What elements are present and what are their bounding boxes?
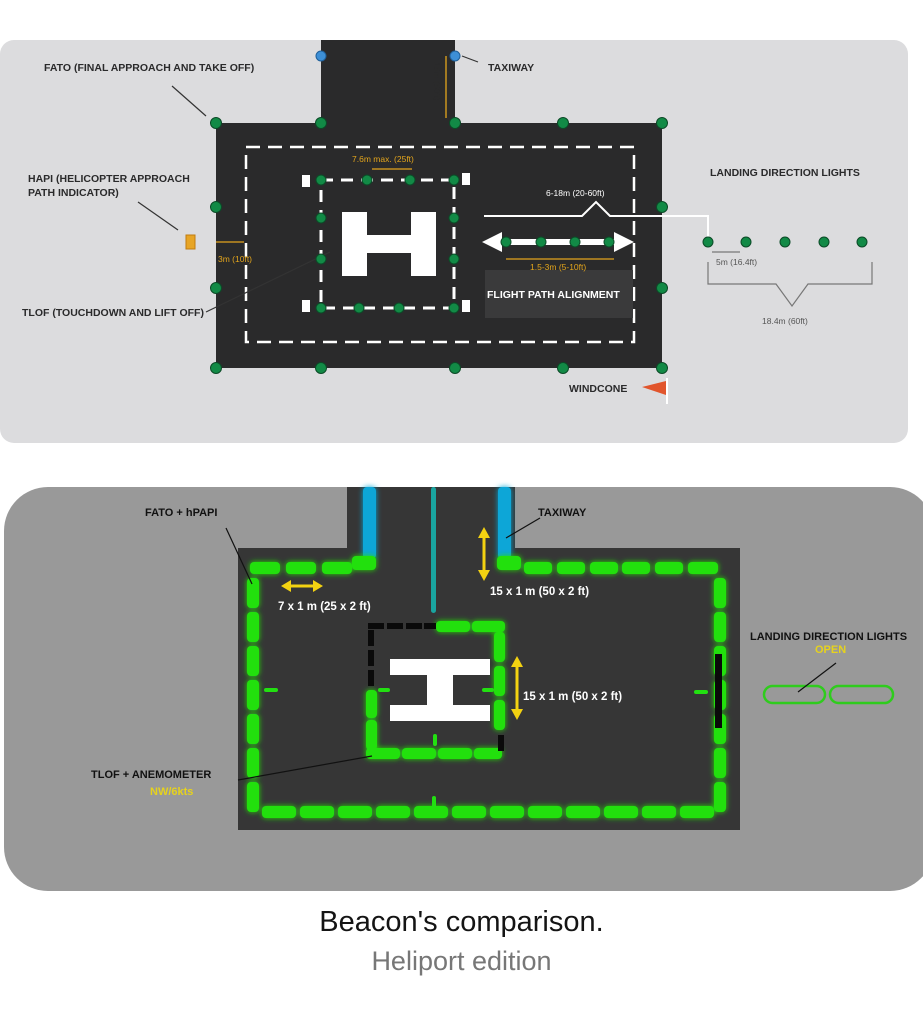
landing-direction-lights bbox=[702, 236, 868, 248]
taxiway-blue-edges bbox=[363, 487, 511, 559]
wind-reading-text: NW/6kts bbox=[150, 786, 193, 798]
flight-path-box bbox=[485, 270, 633, 318]
hpapi-indicator bbox=[715, 654, 722, 728]
label-tlof: TLOF (TOUCHDOWN AND LIFT OFF) bbox=[22, 307, 204, 319]
label-windcone: WINDCONE bbox=[569, 383, 627, 395]
label-taxiway: TAXIWAY bbox=[488, 62, 534, 74]
tlof-corner-beacon-icons bbox=[302, 173, 470, 312]
bottom-leader-lines bbox=[225, 517, 837, 781]
dim-fpa-distance: 6-18m (20-60ft) bbox=[546, 188, 605, 198]
bottom-h-marking bbox=[390, 659, 490, 721]
label-hapi-line2: PATH INDICATOR) bbox=[28, 187, 119, 199]
tlof-light-strips bbox=[366, 621, 505, 759]
taxiway-lights bbox=[315, 50, 461, 62]
label-tlof-segment: 15 x 1 m (50 x 2 ft) bbox=[523, 691, 622, 703]
top-leader-lines bbox=[137, 55, 709, 313]
caption-title: Beacon's comparison. bbox=[319, 906, 604, 938]
dim-ldl-total: 18.4m (60ft) bbox=[762, 316, 808, 326]
label-bottom-landing-lights: LANDING DIRECTION LIGHTS bbox=[750, 631, 907, 643]
fato-perimeter-lights bbox=[210, 117, 668, 374]
caption-subtitle: Heliport edition bbox=[371, 946, 552, 976]
label-fato-segment: 7 x 1 m (25 x 2 ft) bbox=[278, 601, 371, 613]
bottom-panel: FATO + hPAPI TAXIWAY LANDING DIRECTION L… bbox=[4, 487, 923, 891]
tlof-dashed-border bbox=[319, 178, 456, 310]
label-fato-hpapi: FATO + hPAPI bbox=[145, 507, 217, 519]
label-bottom-taxiway: TAXIWAY bbox=[538, 507, 587, 519]
tlof-lights bbox=[315, 174, 460, 314]
windcone-icon bbox=[642, 378, 668, 404]
label-landing-direction-lights: LANDING DIRECTION LIGHTS bbox=[710, 167, 860, 179]
top-h-marking bbox=[342, 212, 436, 276]
ldl-bracket bbox=[707, 251, 873, 308]
dim-tlof-max: 7.6m max. (25ft) bbox=[352, 154, 414, 164]
label-hapi-line1: HAPI (HELICOPTER APPROACH bbox=[28, 173, 190, 185]
label-tlof-anemometer: TLOF + ANEMOMETER bbox=[91, 769, 211, 781]
tlof-inner-ticks bbox=[378, 688, 494, 746]
landing-status-text: OPEN bbox=[815, 644, 846, 656]
label-fato: FATO (FINAL APPROACH AND TAKE OFF) bbox=[44, 62, 254, 74]
dimension-arrows bbox=[281, 527, 523, 720]
dim-ldl-spacing: 5m (16.4ft) bbox=[716, 257, 757, 267]
top-fato-pad bbox=[216, 123, 662, 368]
top-panel: FATO (FINAL APPROACH AND TAKE OFF) TAXIW… bbox=[0, 40, 908, 443]
dim-fpa-spacing: 1.5-3m (5-10ft) bbox=[530, 262, 586, 272]
dim-taxiway-width: 15m (50ft) bbox=[432, 62, 442, 101]
top-taxiway bbox=[321, 40, 455, 123]
top-dimension-lines bbox=[216, 56, 614, 260]
landing-direction-light-bars bbox=[762, 684, 895, 705]
taxiway-centerline bbox=[431, 487, 436, 613]
tlof-unlit-segments bbox=[368, 623, 504, 751]
dim-hapi-offset: 3m (10ft) bbox=[218, 254, 252, 264]
flight-path-lights bbox=[500, 236, 615, 248]
label-flight-path-alignment: FLIGHT PATH ALIGNMENT bbox=[487, 289, 620, 301]
fato-side-ticks bbox=[264, 688, 708, 808]
hapi-icon bbox=[185, 234, 196, 250]
flight-path-arrow bbox=[482, 232, 634, 252]
label-taxiway-segment: 15 x 1 m (50 x 2 ft) bbox=[490, 586, 589, 598]
fato-light-strips bbox=[247, 556, 726, 818]
fato-dashed-border bbox=[244, 145, 636, 344]
